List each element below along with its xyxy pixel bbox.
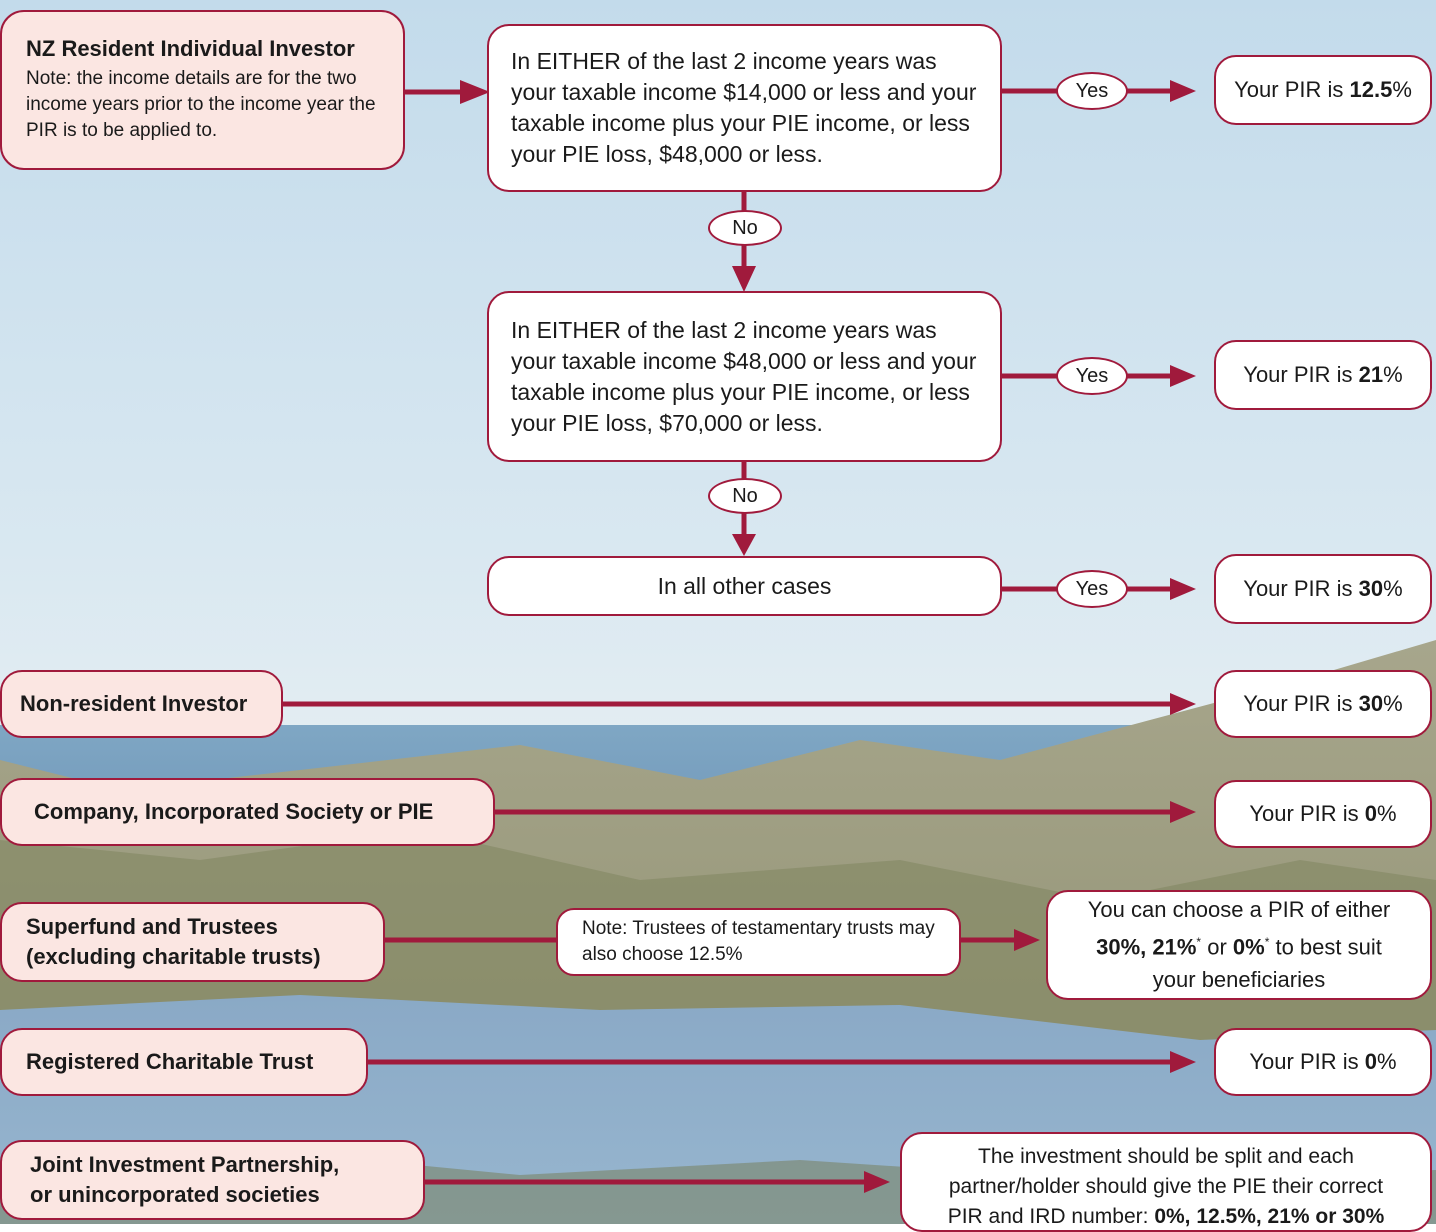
joint-result-line2: partner/holder should give the PIE their…	[948, 1175, 1384, 1198]
result-1-prefix: Your PIR is	[1234, 77, 1350, 102]
result-box-charitable: Your PIR is 0%	[1214, 1028, 1432, 1096]
result-3-suffix: %	[1383, 576, 1403, 601]
yes-pill-2: Yes	[1056, 357, 1128, 395]
question-1-box: In EITHER of the last 2 income years was…	[487, 24, 1002, 192]
yes-pill-1: Yes	[1056, 72, 1128, 110]
joint-result-line3-rates: 0%, 12.5%, 21% or 30%	[1154, 1205, 1385, 1228]
superfund-box: Superfund and Trustees (excluding charit…	[0, 902, 385, 982]
question-2-box: In EITHER of the last 2 income years was…	[487, 291, 1002, 462]
result-box-1: Your PIR is 12.5%	[1214, 55, 1432, 125]
result-3-prefix: Your PIR is	[1243, 576, 1359, 601]
result-box-company: Your PIR is 0%	[1214, 780, 1432, 848]
superfund-label-line1: Superfund and Trustees	[26, 914, 278, 939]
result-1-rate: 12.5	[1349, 77, 1393, 102]
result-box-joint: The investment should be split and each …	[900, 1132, 1432, 1232]
joint-label-line2: or unincorporated societies	[30, 1182, 320, 1207]
result-box-2: Your PIR is 21%	[1214, 340, 1432, 410]
company-result-suffix: %	[1377, 801, 1397, 826]
no-pill-2: No	[708, 478, 782, 514]
result-1-suffix: %	[1392, 77, 1412, 102]
trustees-note-box: Note: Trustees of testamentary trusts ma…	[556, 908, 961, 976]
joint-label-line1: Joint Investment Partnership,	[30, 1152, 340, 1177]
nonresident-result-rate: 30	[1358, 691, 1384, 716]
question-3-box: In all other cases	[487, 556, 1002, 616]
superfund-result-after: to best suit	[1269, 934, 1382, 960]
joint-result-line3-prefix: PIR and IRD number:	[947, 1205, 1155, 1228]
charitable-result-suffix: %	[1377, 1049, 1397, 1074]
charitable-result-rate: 0	[1364, 1049, 1378, 1074]
joint-partnership-box: Joint Investment Partnership, or unincor…	[0, 1140, 425, 1220]
superfund-result-line1: You can choose a PIR of either	[1087, 897, 1391, 923]
non-resident-box: Non-resident Investor	[0, 670, 283, 738]
superfund-label-line2: (excluding charitable trusts)	[26, 944, 321, 969]
nonresident-result-prefix: Your PIR is	[1243, 691, 1359, 716]
result-3-rate: 30	[1358, 576, 1384, 601]
no-pill-1: No	[708, 210, 782, 246]
joint-result-line1: The investment should be split and each	[978, 1145, 1354, 1168]
nz-resident-box: NZ Resident Individual Investor Note: th…	[0, 10, 405, 170]
result-2-prefix: Your PIR is	[1243, 362, 1359, 387]
company-box: Company, Incorporated Society or PIE	[0, 778, 495, 846]
superfund-result-rates-a: 30%, 21%	[1096, 934, 1197, 960]
charitable-trust-box: Registered Charitable Trust	[0, 1028, 368, 1096]
result-box-nonresident: Your PIR is 30%	[1214, 670, 1432, 738]
result-2-rate: 21	[1358, 362, 1384, 387]
result-2-suffix: %	[1383, 362, 1403, 387]
superfund-result-star1: *	[1196, 935, 1202, 950]
result-box-3: Your PIR is 30%	[1214, 554, 1432, 624]
company-result-rate: 0	[1364, 801, 1378, 826]
result-box-superfund: You can choose a PIR of either 30%, 21%*…	[1046, 890, 1432, 1000]
yes-pill-3: Yes	[1056, 570, 1128, 608]
nonresident-result-suffix: %	[1383, 691, 1403, 716]
superfund-result-line3: your beneficiaries	[1152, 966, 1326, 992]
superfund-result-or: or	[1201, 934, 1233, 960]
superfund-result-star2: *	[1264, 935, 1270, 950]
company-result-prefix: Your PIR is	[1249, 801, 1365, 826]
superfund-result-rates-b: 0%	[1232, 934, 1265, 960]
nz-resident-title: NZ Resident Individual Investor	[26, 36, 355, 61]
nz-resident-note: Note: the income details are for the two…	[26, 68, 376, 141]
charitable-result-prefix: Your PIR is	[1249, 1049, 1365, 1074]
